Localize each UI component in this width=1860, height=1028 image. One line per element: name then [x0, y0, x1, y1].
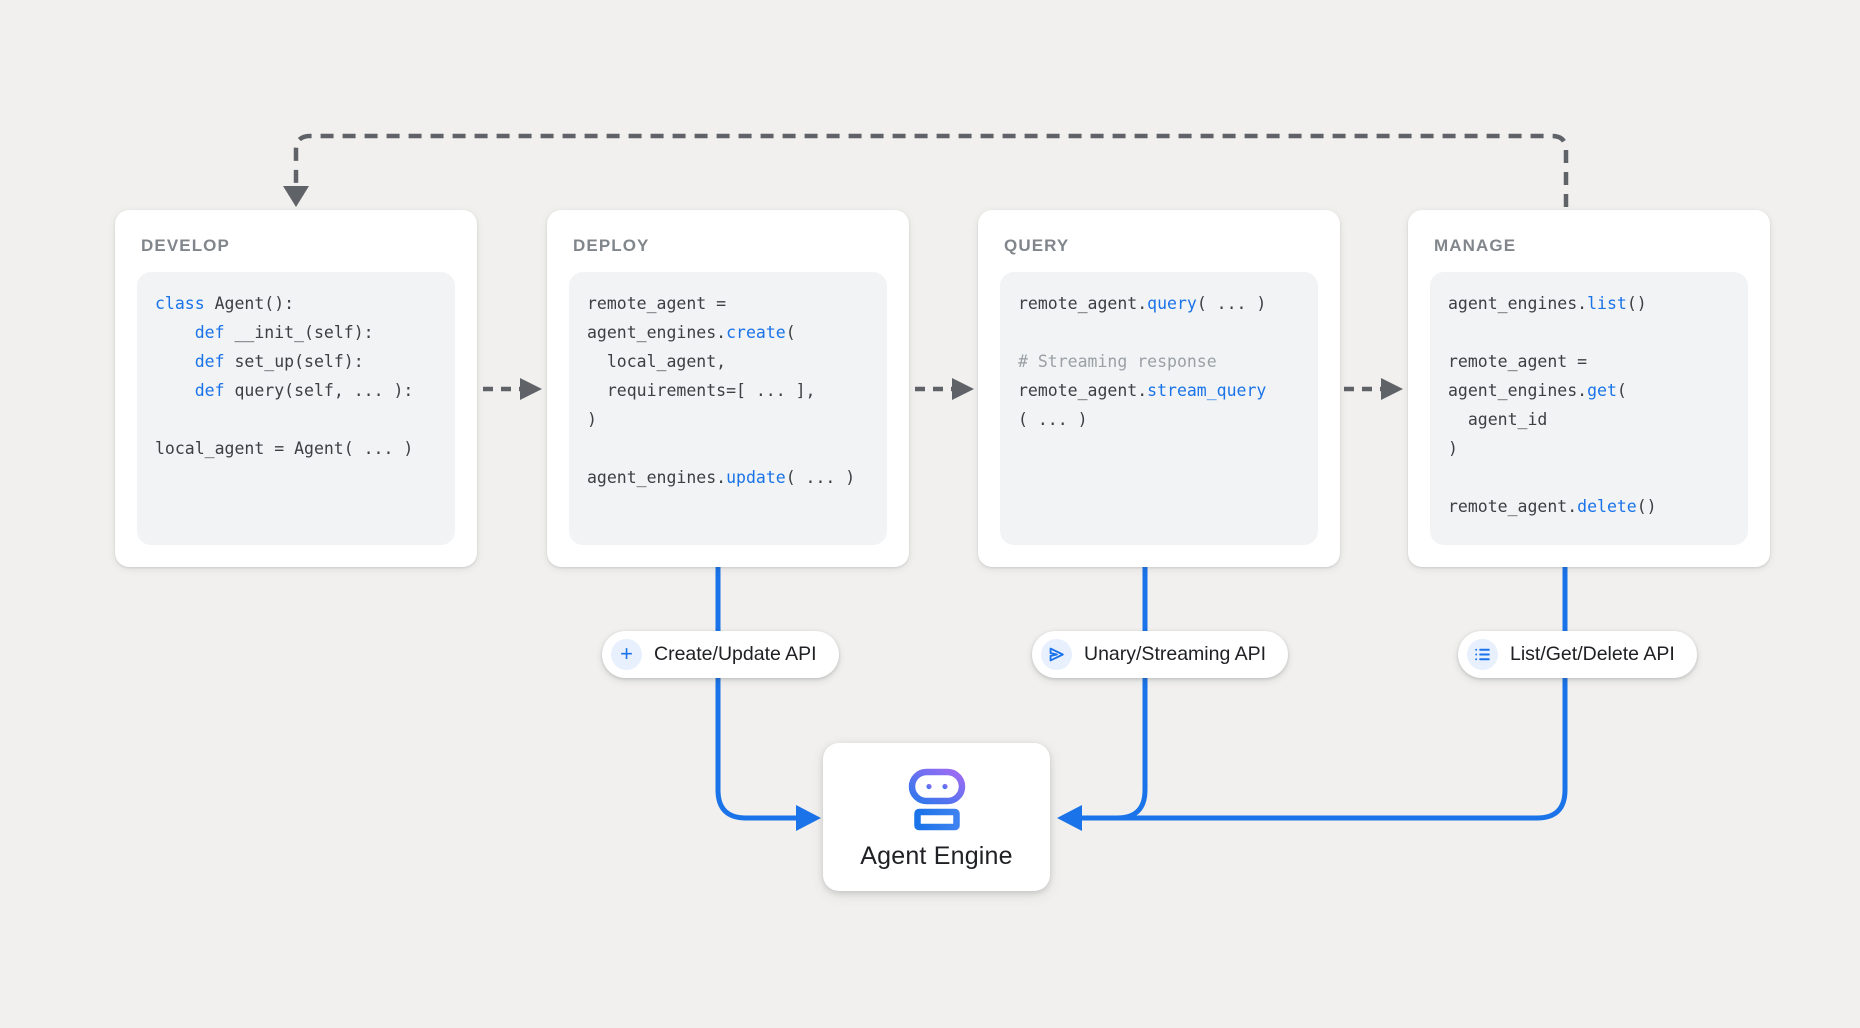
unary-streaming-api-badge: Unary/Streaming API	[1032, 631, 1289, 678]
develop-card-title: DEVELOP	[141, 236, 230, 255]
list-get-delete-api-label: List/Get/Delete API	[1510, 643, 1675, 665]
develop-card: DEVELOP class Agent(): def __init_(self)…	[115, 210, 477, 567]
plus-icon: +	[611, 639, 642, 670]
agent-engine-label: Agent Engine	[860, 841, 1013, 870]
query-card-title: QUERY	[1004, 236, 1070, 255]
manage-card: MANAGE agent_engines.list() remote_agent…	[1408, 210, 1770, 567]
plus-glyph: +	[620, 640, 633, 666]
create-update-api-badge: + Create/Update API	[602, 631, 839, 678]
deploy-card-title: DEPLOY	[573, 236, 650, 255]
send-icon	[1041, 639, 1072, 670]
manage-card-title: MANAGE	[1434, 236, 1517, 255]
develop-to-deploy-arrow	[483, 378, 542, 400]
manage-code-block: agent_engines.list() remote_agent =agent…	[1430, 272, 1748, 545]
deploy-code-block: remote_agent =agent_engines.create( loca…	[569, 272, 887, 545]
query-card: QUERY remote_agent.query( ... ) # Stream…	[978, 210, 1340, 567]
query-to-manage-arrow	[1344, 378, 1403, 400]
deploy-to-engine-connector	[715, 567, 821, 831]
list-icon	[1467, 639, 1498, 670]
deploy-card: DEPLOY remote_agent =agent_engines.creat…	[547, 210, 909, 567]
query-to-engine-connector	[1108, 567, 1148, 821]
list-icon-glyph	[1475, 648, 1490, 661]
create-update-api-label: Create/Update API	[654, 643, 817, 665]
manage-to-engine-connector	[1057, 567, 1568, 831]
list-get-delete-api-badge: List/Get/Delete API	[1458, 631, 1697, 678]
develop-code-block: class Agent(): def __init_(self): def se…	[137, 272, 455, 545]
manage-to-develop-loop-arrow	[283, 133, 1569, 207]
send-icon-glyph	[1049, 647, 1064, 662]
query-code-block: remote_agent.query( ... ) # Streaming re…	[1000, 272, 1318, 545]
deploy-to-query-arrow	[915, 378, 974, 400]
robot-icon	[908, 768, 965, 830]
unary-streaming-api-label: Unary/Streaming API	[1084, 643, 1267, 665]
agent-engine-node: Agent Engine	[823, 743, 1050, 891]
